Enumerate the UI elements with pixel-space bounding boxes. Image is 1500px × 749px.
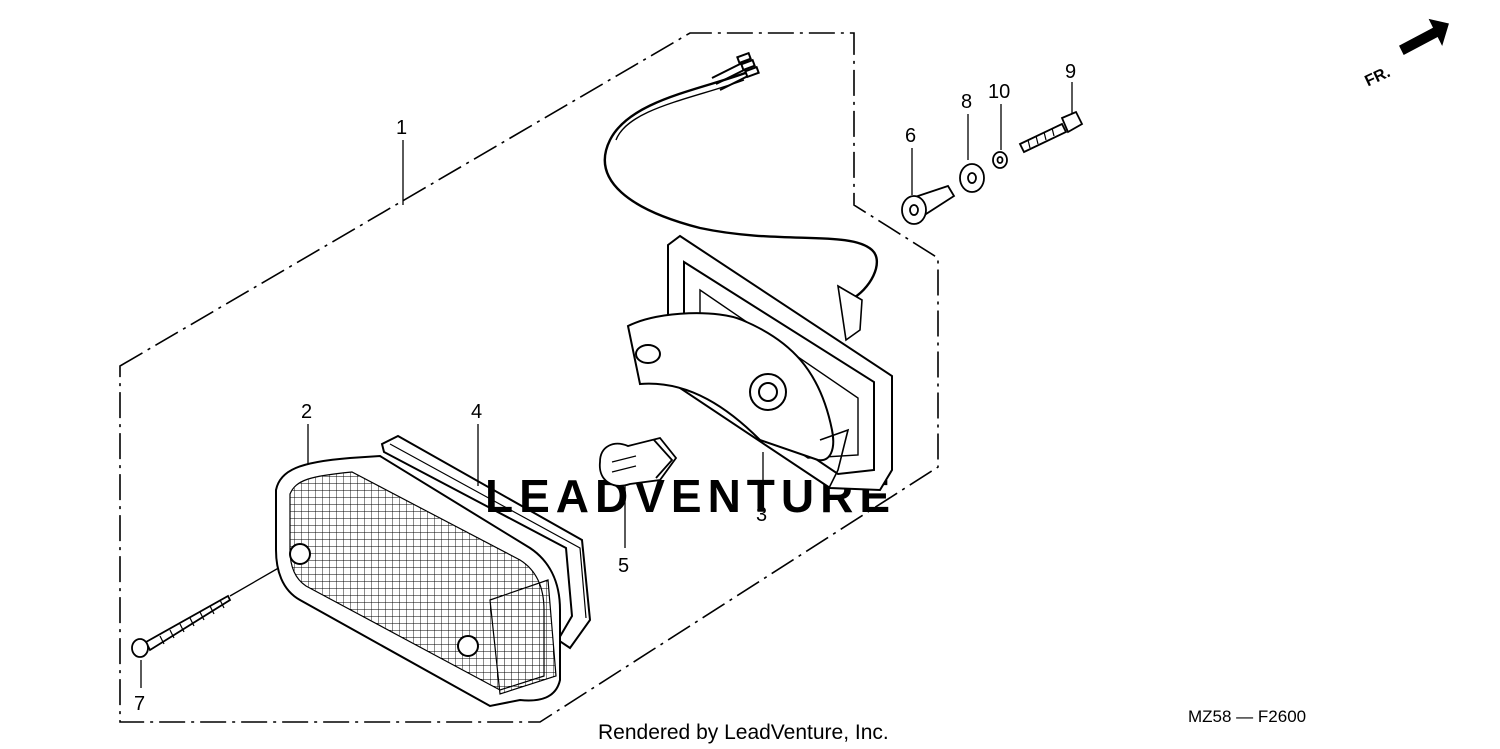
front-direction-indicator: FR. — [1362, 18, 1449, 90]
callout-8: 8 — [961, 91, 972, 113]
callout-2: 2 — [301, 401, 312, 423]
nut — [992, 151, 1008, 169]
callout-6: 6 — [905, 125, 916, 147]
lens — [275, 454, 561, 708]
lens-gasket — [380, 434, 592, 650]
callout-1: 1 — [396, 117, 407, 139]
collar — [901, 184, 956, 225]
callout-5: 5 — [618, 555, 629, 577]
housing-base — [603, 51, 893, 492]
callout-labels: 1 2 3 4 5 6 7 8 9 10 — [134, 61, 1076, 715]
front-direction-label: FR. — [1362, 64, 1393, 90]
bolt — [1018, 110, 1084, 154]
rendered-by-footer: Rendered by LeadVenture, Inc. — [598, 721, 889, 744]
callout-9: 9 — [1065, 61, 1076, 83]
callout-4: 4 — [471, 401, 482, 423]
rubber-washer — [959, 163, 985, 193]
callout-3: 3 — [756, 504, 767, 526]
tapping-screw — [131, 594, 232, 658]
assembly-outline — [119, 32, 939, 723]
diagram-part-code: MZ58 — F2600 — [1188, 707, 1306, 726]
front-arrow-icon — [1399, 18, 1449, 56]
bulb — [599, 436, 678, 487]
callout-10: 10 — [988, 81, 1010, 103]
callout-7: 7 — [134, 693, 145, 715]
